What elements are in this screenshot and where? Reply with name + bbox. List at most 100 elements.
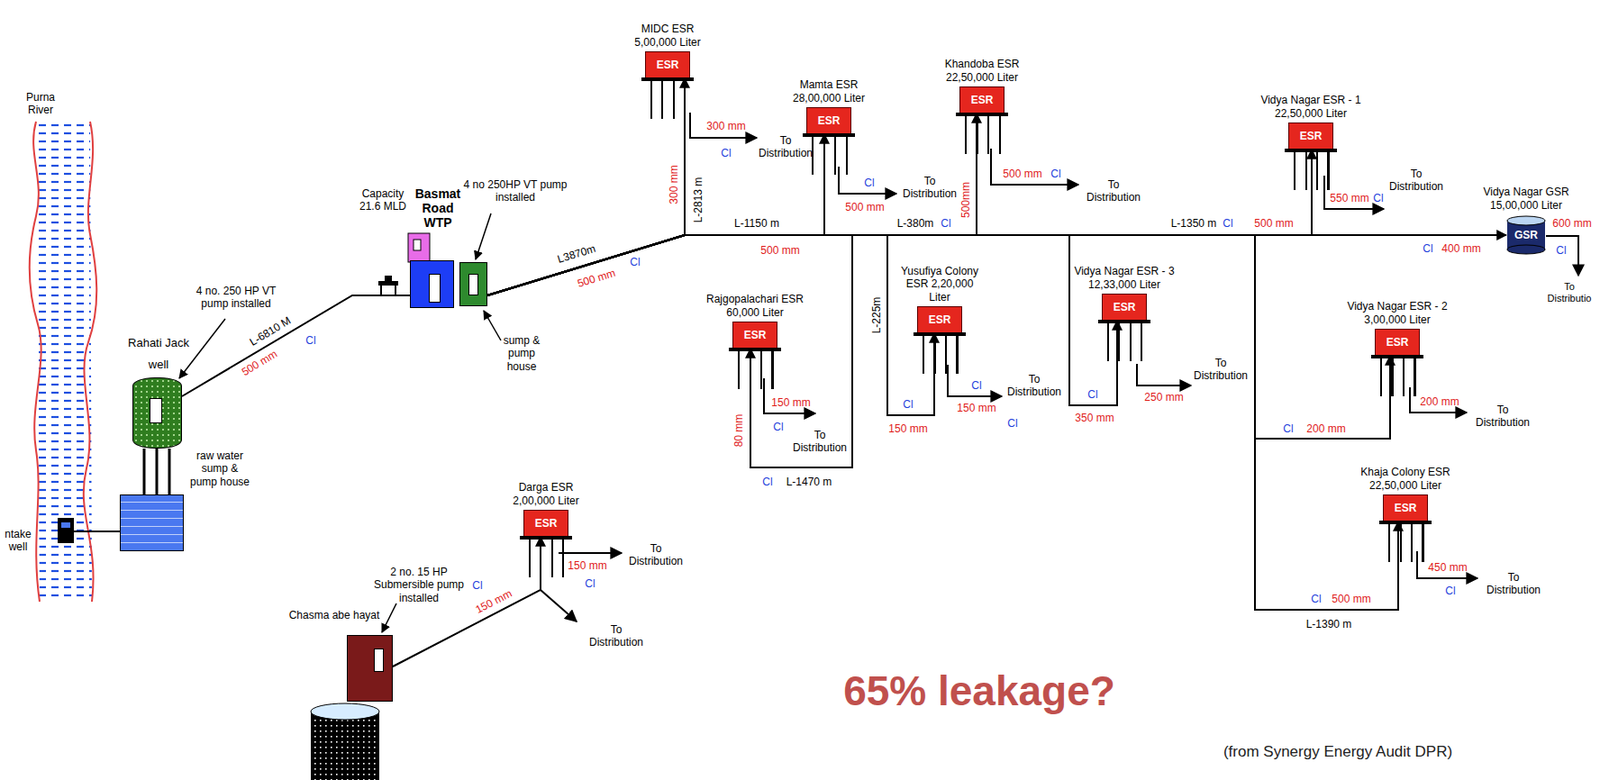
pipe-diameter: 500 mm: [1254, 217, 1293, 230]
distribution-outlet: [1409, 387, 1467, 413]
elevated-reservoir: Khaja Colony ESR 22,50,000 LiterESR: [1382, 494, 1428, 522]
elevated-reservoir: MIDC ESR 5,00,000 LiterESR: [645, 51, 691, 79]
pipe-note: Purna River: [18, 90, 64, 118]
pipe-diameter: 500mm: [959, 181, 973, 219]
pipe-diameter: 300 mm: [667, 164, 681, 204]
pipe-material: Cl: [971, 379, 982, 392]
tank-type: ESR: [1394, 501, 1418, 515]
tank-type: ESR: [1300, 129, 1323, 143]
pipe-diameter: 500 mm: [760, 244, 800, 257]
pipe-diameter: 600 mm: [1552, 217, 1591, 230]
pipe-line: [487, 235, 1507, 296]
pipe-material: Cl: [902, 398, 913, 411]
river: [29, 121, 98, 602]
jack-well-legs: [155, 448, 159, 500]
structure-name: Yusufiya Colony ESR 2,20,000 Liter: [894, 264, 985, 304]
distribution-outlet: [558, 552, 622, 555]
pipe-diameter: 550 mm: [1329, 191, 1369, 205]
intake-well: [57, 518, 121, 544]
pipe-material: Cl: [1050, 167, 1061, 181]
pipe-note: 2 no. 15 HP Submersible pump installed: [372, 565, 467, 605]
elevated-reservoir: Khandoba ESR 22,50,000 LiterESR: [959, 86, 1005, 114]
intake-well: [61, 522, 71, 528]
pipe-note: To Distribution: [584, 623, 648, 650]
pipe-line: [487, 235, 1118, 406]
pipe-note: To Distribution: [1189, 356, 1253, 383]
pipe-note: Capacity 21.6 MLD: [354, 187, 411, 214]
structure-name: Mamta ESR 28,00,000 Liter: [788, 78, 870, 105]
inlet-chamber-symbol: [378, 275, 399, 296]
elevated-reservoir: Vidya Nagar ESR - 2 3,00,000 LiterESR: [1374, 328, 1420, 356]
pipe-line: [487, 235, 853, 468]
structure-name: raw water sump & pump house: [188, 449, 252, 489]
pipe-note: 4 no 250HP VT pump installed: [463, 178, 568, 205]
pipe-material: Cl: [1087, 388, 1098, 401]
tank-type: ESR: [535, 517, 558, 530]
elevated-reservoir: Rajgopalachari ESR 60,000 LiterESR: [732, 321, 778, 349]
elevated-reservoir: Darga ESR 2,00,000 LiterESR: [523, 509, 569, 537]
pipe-material: Cl: [772, 420, 783, 434]
pipe-diameter: 500 mm: [845, 200, 884, 214]
pipe-material: Cl: [863, 176, 874, 190]
pipe-diameter: 80 mm: [732, 414, 746, 448]
distribution-outlet: [990, 148, 1079, 185]
open-well: [310, 703, 380, 720]
pipe-note: L-225m: [870, 297, 883, 335]
pipe-material: Cl: [940, 217, 951, 230]
pipe-line: [487, 134, 825, 296]
pipe-diameter: 450 mm: [1427, 561, 1467, 574]
source-caption: (from Synergy Energy Audit DPR): [1223, 743, 1453, 762]
pipe-diameter: 150 mm: [567, 559, 607, 573]
jack-well-legs: [144, 448, 170, 500]
pipe-diameter: 150 mm: [956, 401, 996, 415]
pipe-note: L-1470 m: [786, 475, 833, 489]
river: [36, 121, 92, 602]
pipe-note: To Distribution: [1002, 372, 1066, 400]
pipe-material: Cl: [1310, 592, 1321, 606]
elevated-reservoir: Vidya Nagar ESR - 1 22,50,000 LiterESR: [1288, 122, 1334, 150]
structure-name: sump & pump house: [493, 334, 550, 373]
wtp-tower: [413, 239, 421, 251]
pipe-note: 4 no. 250 HP VT pump installed: [184, 284, 289, 311]
pipe-material: Cl: [472, 579, 482, 592]
pipe-note: L-2813 m: [691, 177, 705, 224]
leader-arrow: [483, 310, 501, 341]
structure-name: Vidya Nagar GSR 15,00,000 Liter: [1476, 185, 1576, 212]
leader-arrow: [179, 213, 501, 633]
distribution-outlet: [1417, 551, 1478, 579]
structure-name: Vidya Nagar ESR - 1 22,50,000 Liter: [1259, 93, 1364, 120]
inlet-chamber-symbol: [380, 285, 382, 296]
pipe-diameter: 350 mm: [1074, 411, 1114, 425]
elevated-reservoir: Yusufiya Colony ESR 2,20,000 LiterESR: [917, 306, 963, 334]
structure-name: Chasma abe hayat: [289, 609, 381, 622]
distribution-outlet: [1545, 236, 1579, 276]
pipe-diameter: 500 mm: [1002, 167, 1042, 181]
tank-cylinder: [1507, 216, 1546, 226]
tank-type: ESR: [1386, 336, 1410, 349]
tank-type: ESR: [818, 114, 841, 128]
pipe-diameter: 400 mm: [1441, 242, 1481, 255]
pipe-note: To Distribution: [1384, 167, 1448, 194]
open-well: [310, 711, 380, 780]
structure-name: Darga ESR 2,00,000 Liter: [505, 481, 587, 508]
pipe-diameter: 150 mm: [888, 422, 928, 436]
pipe-note: To Distribution: [754, 134, 818, 161]
leakage-note: 65% leakage?: [843, 666, 1116, 717]
pipe-note: To Distribution: [1481, 571, 1546, 598]
pipe-note: L-1350 m: [1171, 217, 1218, 230]
tank-type: ESR: [928, 313, 952, 327]
pipe-diameter: 500 mm: [1331, 592, 1371, 606]
elevated-reservoir: Vidya Nagar ESR - 3 12,33,000 LiterESR: [1101, 293, 1147, 321]
pipe-diameter: 200 mm: [1419, 395, 1459, 409]
treatment-plant: Basmat Road WTP: [409, 260, 455, 309]
intake-well: [73, 530, 121, 533]
structure-name: Khaja Colony ESR 22,50,000 Liter: [1358, 465, 1454, 492]
structure-name: Vidya Nagar ESR - 2 3,00,000 Liter: [1345, 300, 1450, 327]
distribution-outlet: [540, 112, 1579, 622]
pipe-note: To Distribution: [624, 542, 688, 569]
pipe-material: Cl: [1007, 417, 1018, 430]
structure-name: Basmat Road WTP: [410, 186, 465, 230]
elevated-reservoir: Mamta ESR 28,00,000 LiterESR: [806, 107, 852, 135]
pipe-diameter: 500 mm: [239, 347, 281, 380]
